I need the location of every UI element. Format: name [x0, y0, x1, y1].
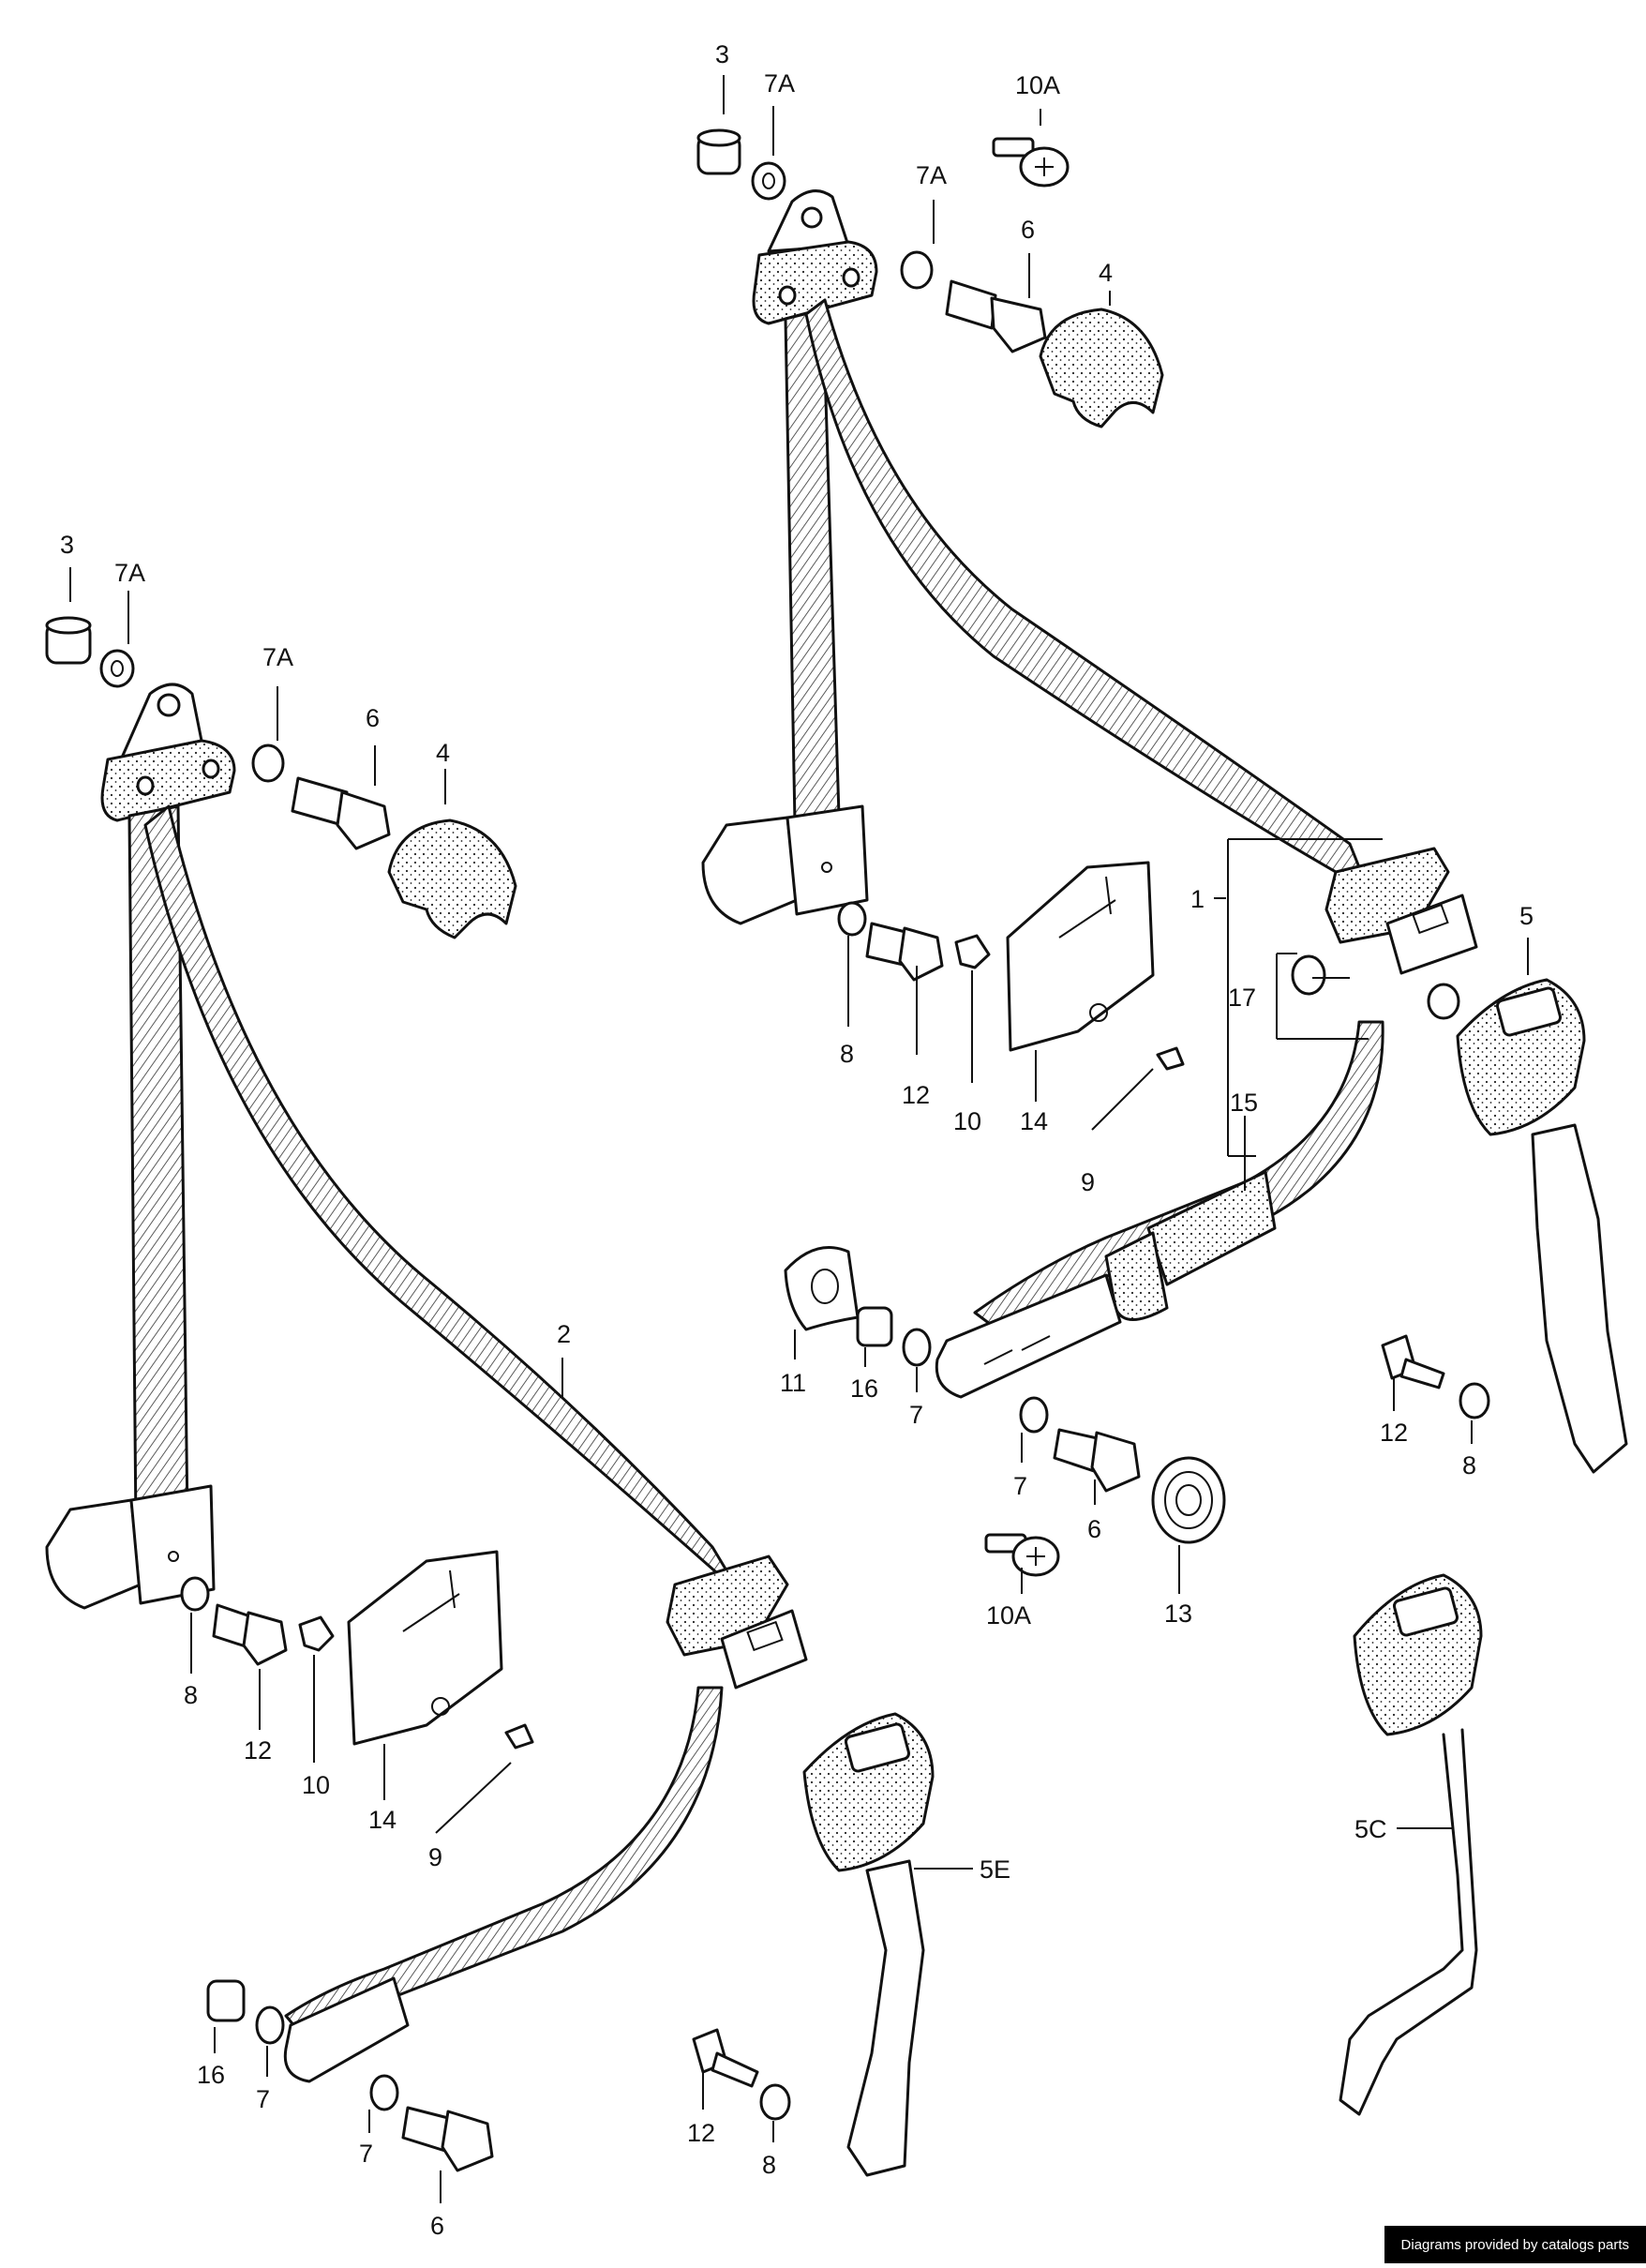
callout-4-left: 4 [436, 739, 450, 767]
callout-14-left: 14 [368, 1806, 397, 1834]
spacer-sleeve-3-left [47, 618, 90, 663]
bolt-6-right-top [947, 281, 1045, 352]
cover-14-left [349, 1552, 501, 1744]
callout-14-right: 14 [1020, 1107, 1048, 1135]
screw-10a-right-top [994, 139, 1068, 186]
callout-7a-right-top: 7A [764, 69, 795, 98]
spacer-16-right [858, 1308, 891, 1345]
callout-12-right: 12 [902, 1081, 930, 1109]
callout-3-left: 3 [60, 531, 74, 559]
upper-anchor-plate-right [754, 191, 876, 323]
callout-9-left: 9 [428, 1843, 442, 1871]
callout-7a-right-mid: 7A [916, 161, 947, 189]
buckle-5c [1340, 1575, 1481, 2114]
washer-7-right-a [904, 1329, 930, 1365]
callout-11: 11 [780, 1369, 806, 1397]
clip-10-left [300, 1617, 333, 1650]
callout-6-right-top: 6 [1021, 216, 1035, 244]
buckle-5e [804, 1714, 933, 2175]
callout-8-right: 8 [840, 1040, 854, 1068]
callout-6-left: 6 [366, 704, 380, 732]
callout-4-right: 4 [1099, 259, 1113, 287]
callout-15: 15 [1230, 1089, 1258, 1117]
cover-14-right [1008, 863, 1153, 1050]
callout-12-left-b: 12 [687, 2119, 715, 2147]
washer-17 [1293, 956, 1324, 994]
washer-7a-left-top [101, 651, 133, 686]
screw-9-left [506, 1725, 532, 1748]
callout-7a-left-mid: 7A [262, 643, 293, 671]
washer-7a-left-mid [253, 745, 283, 781]
bolt-12-right-lower [1383, 1336, 1444, 1388]
callout-3-right: 3 [715, 40, 729, 68]
callout-10-left: 10 [302, 1771, 330, 1799]
right-belt-assembly [698, 130, 1626, 1575]
washer-8-right [839, 903, 865, 935]
bolt-12-right [867, 924, 942, 980]
callout-12-left: 12 [244, 1736, 272, 1765]
callout-7a-left-top: 7A [114, 559, 145, 587]
callout-7-left-a: 7 [256, 2085, 270, 2113]
bolt-6-left-lower [403, 2108, 492, 2170]
callout-17: 17 [1228, 984, 1256, 1012]
callout-13: 13 [1164, 1600, 1192, 1628]
callout-8-right-b: 8 [1462, 1451, 1476, 1479]
washer-17b [1429, 984, 1459, 1018]
callout-7-left-b: 7 [359, 2140, 373, 2168]
callout-10-right: 10 [953, 1107, 981, 1135]
spacer-sleeve-3-right [698, 130, 740, 173]
plate-11 [786, 1248, 858, 1330]
callout-6-right-b: 6 [1087, 1515, 1101, 1543]
spring-13 [1153, 1458, 1224, 1542]
callout-5: 5 [1519, 902, 1534, 930]
clip-10-right [956, 936, 989, 968]
callout-12-right-b: 12 [1380, 1419, 1408, 1447]
washer-7-left-a [257, 2007, 283, 2043]
callout-2: 2 [557, 1320, 571, 1348]
spacer-16-left [208, 1981, 244, 2020]
callout-6-left-b: 6 [430, 2212, 444, 2240]
bolt-6-left-top [292, 778, 389, 849]
callout-7-right-a: 7 [909, 1401, 923, 1429]
left-lower-webbing [286, 1688, 722, 2044]
callout-1: 1 [1190, 885, 1205, 913]
callout-16-right: 16 [850, 1374, 878, 1403]
bolt-6-right-lower [1055, 1430, 1139, 1491]
callout-16-left: 16 [197, 2061, 225, 2089]
webbing-sleeve-15 [1148, 1172, 1275, 1284]
cover-cap-4-right [1040, 309, 1162, 427]
callout-5c: 5C [1354, 1815, 1387, 1843]
attribution-footer: Diagrams provided by catalogs parts [1384, 2226, 1646, 2263]
cover-cap-4-left [389, 820, 516, 938]
callout-5e: 5E [980, 1855, 1010, 1884]
washer-7a-right-top [753, 163, 785, 199]
callout-10a-right-top: 10A [1015, 71, 1060, 99]
callout-10a-right-b: 10A [986, 1601, 1031, 1630]
callout-9-right: 9 [1081, 1168, 1095, 1196]
washer-8-left-lower [761, 2085, 789, 2119]
screw-9-right [1158, 1048, 1183, 1069]
washer-7a-right-mid [902, 252, 932, 288]
washer-7-left-b [371, 2076, 397, 2110]
washer-7-right-b [1021, 1398, 1047, 1432]
callout-8-left: 8 [184, 1681, 198, 1709]
callout-7-right-b: 7 [1013, 1472, 1027, 1500]
callout-8-left-b: 8 [762, 2151, 776, 2179]
washer-8-right-lower [1460, 1384, 1489, 1418]
washer-8-left [182, 1578, 208, 1610]
bolt-12-left [214, 1605, 286, 1664]
upper-anchor-plate-left [102, 684, 234, 820]
